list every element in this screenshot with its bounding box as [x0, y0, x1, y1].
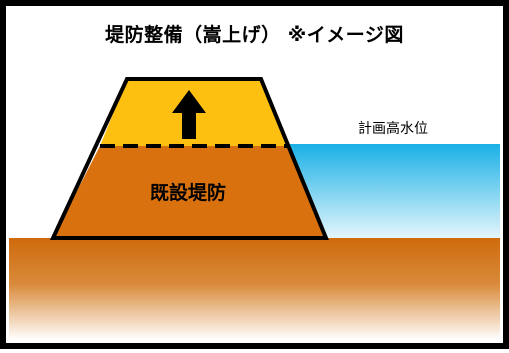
water-body	[290, 144, 500, 239]
up-arrow-icon	[172, 90, 206, 139]
ground	[9, 238, 500, 340]
existing-levee-label: 既設堤防	[149, 182, 226, 204]
water-level-label: 計画高水位	[358, 121, 428, 137]
diagram-title: 堤防整備（嵩上げ） ※イメージ図	[105, 24, 404, 46]
existing-levee	[53, 146, 326, 238]
levee-outline	[49, 77, 329, 240]
